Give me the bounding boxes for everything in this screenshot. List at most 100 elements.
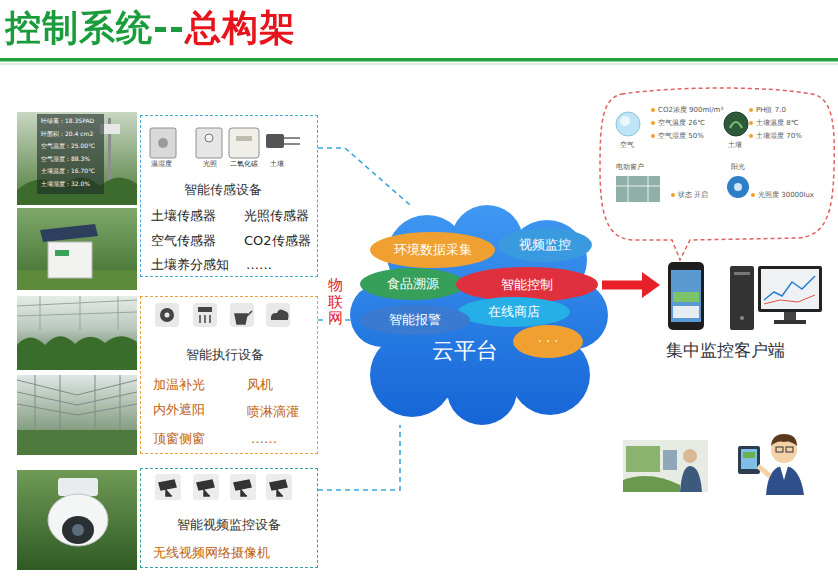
cartoon-user (766, 466, 804, 495)
node-text: CO2传感器 (244, 233, 311, 249)
cartoon-user (786, 447, 793, 452)
title-rule (0, 64, 838, 65)
speech-bubble-shape (651, 134, 655, 138)
client-devices (758, 266, 822, 312)
greenhouse-roof-photo (17, 375, 137, 455)
connector-line (602, 281, 646, 290)
node-text: 土壤传感器 (151, 208, 216, 224)
edge-label: 物联网 (326, 276, 345, 328)
network-link (318, 425, 400, 490)
speech-bubble-shape (724, 112, 748, 136)
cartoon-user (776, 447, 783, 452)
camera-icons (197, 480, 214, 496)
ellipse-label: 环境数据采集 (394, 242, 472, 258)
actuator-icons (198, 307, 212, 312)
node-heading: 智能传感设备 (184, 182, 262, 198)
cartoon-user (743, 452, 755, 458)
greenhouse-roof-photo (17, 375, 137, 430)
tablet-user-photo (623, 440, 708, 492)
node-heading: 智能视频监控设备 (177, 517, 281, 533)
node-text: …… (246, 257, 272, 273)
cloud-shape (350, 205, 608, 425)
node-text: 空气 (620, 141, 634, 149)
client-devices (660, 262, 825, 337)
node-heading: 云平台 (432, 338, 498, 364)
solar-sensor-photo (17, 208, 137, 290)
node-text: 光照度 30000lux (758, 191, 814, 199)
cartoon-user (738, 446, 760, 474)
service-ellipse: · · · (513, 325, 583, 358)
greenhouse-sprinkler-photo (17, 296, 137, 370)
ellipse-label: 智能报警 (389, 312, 441, 328)
node-heading: CO2浓度 900ml/m³ (658, 106, 723, 114)
solar-sensor-photo (40, 224, 98, 242)
camera-icons (159, 480, 176, 496)
camera-icons (155, 474, 292, 500)
sensor-icons (158, 138, 168, 148)
node-text: 无线视频网络摄像机 (153, 545, 270, 561)
node-text: 风机 (247, 377, 273, 393)
service-ellipse: 视频监控 (498, 228, 592, 262)
dome-camera-photo (62, 516, 94, 544)
speech-bubble-shape (671, 193, 675, 197)
node-text: PH值 7.0 (756, 106, 786, 114)
icon-caption: 土壤 (270, 160, 284, 168)
tablet-user-photo (663, 450, 677, 470)
node-text: 喷淋滴灌 (247, 404, 299, 420)
sensor-icons (236, 136, 252, 141)
dome-camera-photo (58, 478, 98, 496)
node-text: …… (251, 431, 277, 447)
sensor-station-photo (17, 112, 137, 205)
client-devices (784, 312, 796, 320)
actuator-icons (235, 311, 252, 324)
sensor-icons (284, 138, 300, 144)
greenhouse-roof-photo (17, 375, 137, 455)
node-heading: 智能执行设备 (186, 347, 264, 363)
dome-camera-photo (17, 470, 137, 570)
speech-bubble-shape (751, 193, 755, 197)
service-ellipse: 在线商店 (458, 297, 570, 327)
actuator-device-group: 智能执行设备加温补光风机内外遮阳喷淋滴灌顶窗侧窗…… (140, 296, 318, 454)
service-ellipse: 环境数据采集 (370, 232, 495, 268)
client-devices (673, 306, 699, 318)
page-title: 控制系统--总构架 (5, 6, 296, 49)
network-link (318, 148, 410, 205)
camera-icons (193, 474, 219, 500)
icon-caption: 温湿度 (151, 160, 172, 168)
node-text: 顶窗侧窗 (153, 431, 205, 447)
speech-bubble-shape (749, 134, 753, 138)
client-devices (671, 270, 701, 322)
title-rule (0, 58, 838, 65)
ellipse-label: 在线商店 (488, 304, 540, 320)
actuator-icons (160, 308, 174, 322)
dome-camera-photo (72, 524, 84, 536)
speech-bubble-shape (598, 88, 836, 263)
client-devices (764, 276, 815, 300)
node-text: 阳光 (731, 163, 745, 171)
sensor-icons (205, 134, 213, 142)
actuator-icons (155, 303, 179, 327)
photo-reading: 叶面积：20.4 cm2 (41, 130, 93, 137)
ellipse-label: 视频监控 (519, 237, 571, 253)
client-devices (764, 295, 815, 304)
node-text: 空气温度 26℃ (658, 119, 705, 127)
camera-icons (155, 474, 181, 500)
client-devices (730, 266, 754, 330)
speech-bubble-shape (600, 88, 834, 260)
speech-bubble-shape (734, 183, 742, 191)
speech-bubble-shape (749, 121, 753, 125)
ellipse-label: 智能控制 (501, 277, 553, 293)
cartoon-user (738, 434, 804, 495)
monitor-callout: CO2浓度 900ml/m³空气温度 26℃空气湿度 50%空气PH值 7.0土… (598, 88, 836, 263)
actuator-icons (230, 303, 254, 327)
node-text: 土壤养分感知 (151, 257, 229, 273)
client-devices (734, 272, 750, 275)
title-rule (0, 58, 838, 62)
node-text: 光照传感器 (244, 208, 309, 224)
cartoon-user (771, 434, 797, 446)
speech-bubble-shape (749, 108, 753, 112)
tablet-user-photo (623, 476, 680, 492)
node-text: 内外遮阳 (153, 402, 205, 418)
tablet-user-photo (683, 449, 697, 463)
